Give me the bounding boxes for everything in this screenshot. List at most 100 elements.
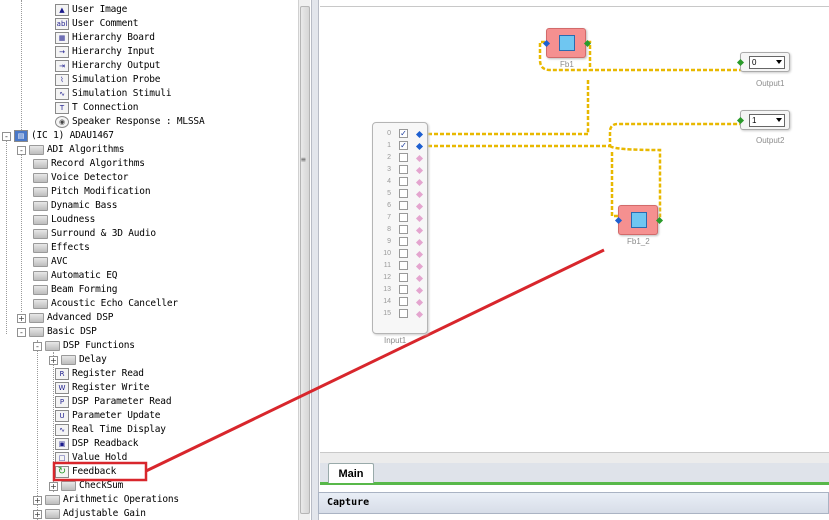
channel-checkbox[interactable] [399,309,408,318]
tree-item[interactable]: +Arithmetic Operations [33,493,179,507]
tree-item[interactable]: Record Algorithms [33,157,145,171]
output1-block[interactable]: 0 [736,52,790,72]
tree-item[interactable]: ▲User Image [55,3,127,17]
tree-item[interactable]: ▦Hierarchy Board [55,31,155,45]
tree-item[interactable]: Loudness [33,213,95,227]
tree-item[interactable]: ∿Real Time Display [55,423,166,437]
channel-checkbox[interactable] [399,189,408,198]
tree-item[interactable]: +Advanced DSP [17,311,113,325]
channel-number: 2 [387,154,391,161]
expand-icon[interactable]: + [33,509,42,519]
channel-output-pin[interactable] [415,310,424,319]
tree-item[interactable]: -DSP Functions [33,339,135,353]
channel-output-pin[interactable] [415,178,424,187]
tree-item[interactable]: ∿Simulation Stimuli [55,87,172,101]
channel-output-pin[interactable] [415,238,424,247]
output2-channel-select[interactable]: 1 [749,114,785,127]
expand-icon[interactable]: + [17,313,26,323]
collapse-icon[interactable]: - [17,327,26,337]
fb1-block[interactable] [542,28,592,58]
canvas-horizontal-scrollbar[interactable] [320,452,829,463]
fb1_2-block[interactable] [614,205,664,235]
tree-item[interactable]: ◉Speaker Response : MLSSA [55,115,205,129]
channel-output-pin[interactable] [415,274,424,283]
channel-checkbox[interactable] [399,213,408,222]
channel-number: 1 [387,142,391,149]
channel-output-pin[interactable] [415,298,424,307]
tree-item-label: Simulation Probe [72,74,161,85]
channel-output-pin[interactable] [415,262,424,271]
tree-item[interactable]: -▤(IC 1) ADAU1467 [2,129,114,143]
tree-item[interactable]: Dynamic Bass [33,199,117,213]
collapse-icon[interactable]: - [2,131,11,141]
channel-output-pin[interactable] [415,190,424,199]
tree-item[interactable]: ↻Feedback [55,465,116,479]
channel-checkbox[interactable] [399,261,408,270]
tree-item[interactable]: -ADI Algorithms [17,143,124,157]
tree-item[interactable]: ⇥Hierarchy Output [55,59,161,73]
output2-block[interactable]: 1 [736,110,790,130]
channel-checkbox[interactable]: ✓ [399,129,408,138]
expand-icon[interactable]: + [49,481,58,491]
channel-output-pin[interactable] [415,214,424,223]
channel-checkbox[interactable] [399,165,408,174]
channel-output-pin[interactable] [415,166,424,175]
channel-checkbox[interactable] [399,273,408,282]
output1-channel-select[interactable]: 0 [749,56,785,69]
channel-checkbox[interactable] [399,297,408,306]
tree-scrollbar[interactable]: ≡ [298,0,310,520]
expand-icon[interactable]: + [33,495,42,505]
tree-item-label: (IC 1) ADAU1467 [31,130,114,141]
tree-item[interactable]: Acoustic Echo Canceller [33,297,178,311]
tree-item[interactable]: AVC [33,255,68,269]
tree-item[interactable]: Pitch Modification [33,185,151,199]
value-hold-icon: □ [55,452,69,464]
pane-splitter[interactable] [311,0,319,520]
channel-checkbox[interactable] [399,237,408,246]
channel-checkbox[interactable] [399,285,408,294]
tree-item[interactable]: □Value Hold [55,451,127,465]
tree-item[interactable]: +Delay [49,353,107,367]
tab-main[interactable]: Main [328,463,374,483]
channel-checkbox[interactable] [399,201,408,210]
expand-icon[interactable]: + [49,355,58,365]
capture-panel-header[interactable]: Capture [318,492,829,514]
channel-output-pin[interactable] [415,154,424,163]
readback-icon: ▣ [55,438,69,450]
tree-item[interactable]: +CheckSum [49,479,123,493]
channel-checkbox[interactable] [399,177,408,186]
tree-item[interactable]: Effects [33,241,90,255]
tree-item[interactable]: -Basic DSP [17,325,97,339]
tree-item[interactable]: Automatic EQ [33,269,117,283]
tree-item[interactable]: ⌇Simulation Probe [55,73,161,87]
channel-output-pin[interactable] [415,226,424,235]
tree-item[interactable]: Voice Detector [33,171,128,185]
tree-scrollbar-thumb[interactable] [300,6,310,514]
channel-output-pin[interactable] [415,142,424,151]
channel-checkbox[interactable] [399,225,408,234]
channel-output-pin[interactable] [415,286,424,295]
folder-icon [33,257,48,267]
channel-checkbox[interactable] [399,249,408,258]
channel-checkbox[interactable]: ✓ [399,141,408,150]
channel-output-pin[interactable] [415,202,424,211]
tree-item[interactable]: Beam Forming [33,283,117,297]
tree-item[interactable]: Surround & 3D Audio [33,227,156,241]
collapse-icon[interactable]: - [33,341,42,351]
channel-checkbox[interactable] [399,153,408,162]
tree-item[interactable]: +Adjustable Gain [33,507,146,520]
channel-output-pin[interactable] [415,130,424,139]
tree-item[interactable]: →Hierarchy Input [55,45,155,59]
tree-item-label: Record Algorithms [51,158,145,169]
tree-item[interactable]: ▣DSP Readback [55,437,138,451]
channel-output-pin[interactable] [415,250,424,259]
collapse-icon[interactable]: - [17,145,26,155]
